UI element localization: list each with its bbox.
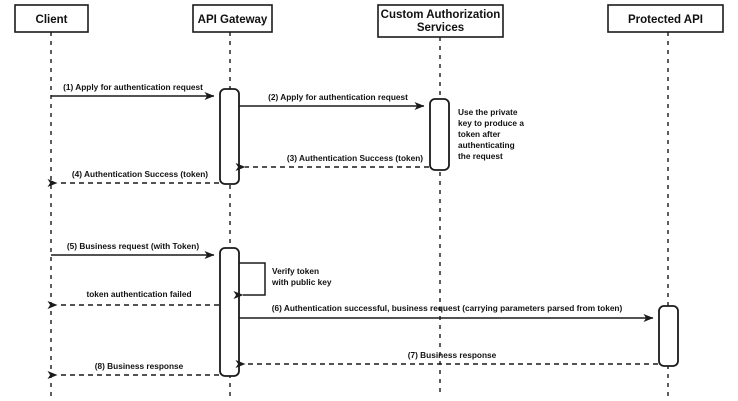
message-4[interactable]: (4) Authentication Success (token) xyxy=(47,169,219,187)
message-8[interactable]: (8) Business response xyxy=(47,361,219,379)
actor-label-authsvc-line2: Services xyxy=(417,22,464,34)
message-7-label: (7) Business response xyxy=(408,350,497,360)
note-private-key: Use the private key to produce a token a… xyxy=(458,107,524,161)
selfmessage-verify-token[interactable]: Verify token with public key xyxy=(233,262,332,299)
message-3-label: (3) Authentication Success (token) xyxy=(287,153,423,163)
activation-authsvc xyxy=(429,98,450,171)
message-4-label: (4) Authentication Success (token) xyxy=(72,169,208,179)
activation-gateway-business xyxy=(219,247,240,377)
note-private-key-line-5: the request xyxy=(458,151,503,161)
activation-gateway-auth xyxy=(219,88,240,185)
note-verify-token-line-2: with public key xyxy=(271,277,332,287)
message-6[interactable]: (6) Authentication successful, business … xyxy=(239,303,654,322)
message-token-auth-failed[interactable]: token authentication failed xyxy=(47,289,219,309)
message-5[interactable]: (5) Business request (with Token) xyxy=(51,241,215,259)
message-7[interactable]: (7) Business response xyxy=(235,350,658,368)
message-token-auth-failed-label: token authentication failed xyxy=(86,289,191,299)
actor-label-protected: Protected API xyxy=(628,14,703,26)
activation-protected xyxy=(658,305,679,367)
actor-header-gateway[interactable]: API Gateway xyxy=(192,4,273,33)
message-1-label: (1) Apply for authentication request xyxy=(63,82,203,92)
actor-label-gateway: API Gateway xyxy=(198,14,268,26)
message-8-label: (8) Business response xyxy=(95,361,184,371)
message-5-label: (5) Business request (with Token) xyxy=(67,241,199,251)
note-private-key-line-4: authenticating xyxy=(458,140,515,150)
message-2-label: (2) Apply for authentication request xyxy=(268,92,408,102)
actor-label-authsvc-line1: Custom Authorization xyxy=(381,9,501,21)
note-private-key-line-1: Use the private xyxy=(458,107,518,117)
message-2[interactable]: (2) Apply for authentication request xyxy=(239,92,425,110)
message-3[interactable]: (3) Authentication Success (token) xyxy=(235,153,429,171)
note-private-key-line-2: key to produce a xyxy=(458,118,524,128)
note-verify-token-line-1: Verify token xyxy=(272,266,319,276)
message-1[interactable]: (1) Apply for authentication request xyxy=(51,82,215,100)
message-6-label: (6) Authentication successful, business … xyxy=(272,303,623,313)
actor-label-client: Client xyxy=(36,14,68,26)
actor-header-authsvc[interactable]: Custom Authorization Services xyxy=(377,4,504,38)
actor-header-protected[interactable]: Protected API xyxy=(607,4,724,33)
actor-header-client[interactable]: Client xyxy=(14,4,89,33)
note-private-key-line-3: token after xyxy=(458,129,501,139)
